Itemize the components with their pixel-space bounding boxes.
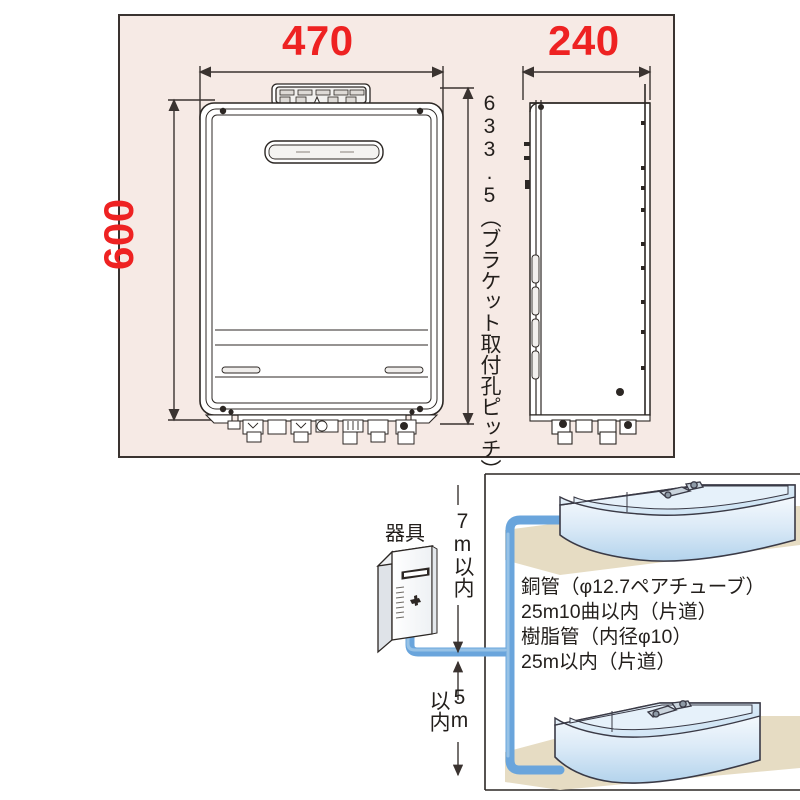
max-length-5m-value-label: 5m [448,686,471,732]
pipe-spec-line-3: 樹脂管（内径φ10） [521,626,692,648]
dimension-height-600: 600 [95,198,142,270]
bathtub-upper [559,481,796,562]
pipe-specification-text: 銅管（φ12.7ペアチューブ） 25m10曲以内（片道） 樹脂管（内径φ10） … [521,575,771,675]
pipe-spec-line-2: 25m10曲以内（片道） [521,601,718,623]
bathtub-lower [554,700,761,784]
pipe-spec-line-1: 銅管（φ12.7ペアチューブ） [521,576,766,598]
dimension-width-470: 470 [282,17,354,64]
appliance-label: 器具 [385,523,425,545]
dimension-depth-240: 240 [548,17,620,64]
dimension-panel [118,14,675,458]
bracket-pitch-label: 633.5（ブラケット取付孔ピッチ） [478,92,501,480]
pipe-spec-line-4: 25m以内（片道） [521,651,676,673]
appliance-icon [376,545,438,654]
max-length-7m-label: 7m以内 [451,510,474,598]
max-length-5m-within-label: 以内 [427,690,450,732]
